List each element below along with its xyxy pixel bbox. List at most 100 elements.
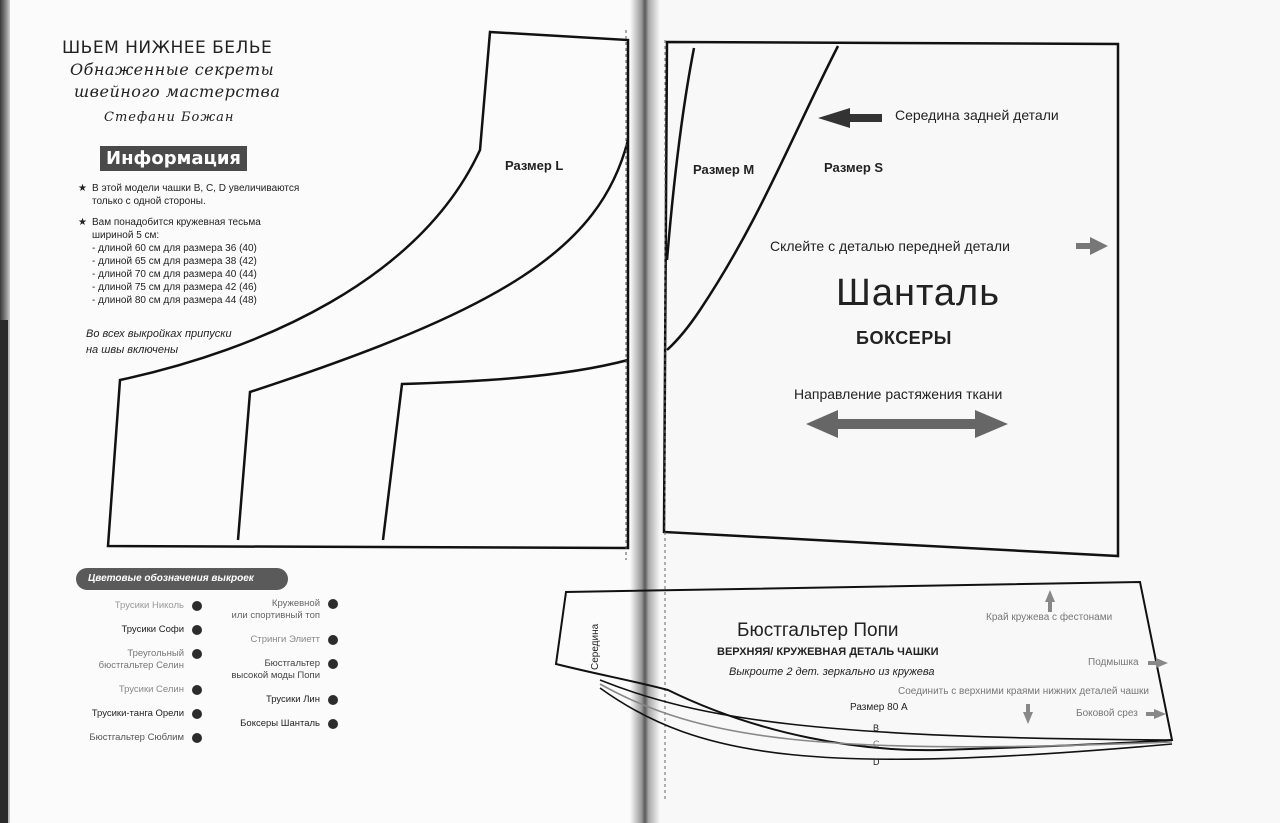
- note-line: Во всех выкройках припуски: [86, 328, 232, 340]
- left-page: [8, 0, 640, 823]
- scallop-arrow: [1045, 590, 1055, 612]
- legend-label-extra: бюстгальтер Селин: [98, 660, 184, 671]
- glue-front-label: Склейте с деталью передней детали: [770, 238, 1010, 254]
- back-center-arrow: [818, 108, 882, 128]
- book-subtitle-line1: Обнаженные секреты: [70, 60, 275, 79]
- cup-b-label: B: [873, 723, 880, 733]
- seam-allowance-note: Во всех выкройках припуски на швы включе…: [86, 326, 232, 358]
- legend-label: Стринги Элиетт: [250, 634, 321, 645]
- book-title: ШЬЕМ НИЖНЕЕ БЕЛЬЕ: [62, 38, 273, 58]
- length-line: - длиной 70 см для размера 40 (44): [92, 269, 257, 280]
- legend-label: Боксеры Шанталь: [240, 718, 320, 729]
- legend-item: Трусики Селин: [70, 684, 202, 696]
- book-subtitle-line2: швейного мастерства: [74, 82, 281, 101]
- popi-subtitle: ВЕРХНЯЯ/ КРУЖЕВНАЯ ДЕТАЛЬ ЧАШКИ: [717, 646, 939, 658]
- info-item-line: В этой модели чашки B, C, D увеличиваютс…: [92, 183, 300, 194]
- legend-label: Бюстгальтер Сюблим: [89, 732, 184, 743]
- popi-size-label: Размер 80 A: [850, 702, 908, 713]
- info-item-line: шириной 5 см:: [92, 230, 160, 241]
- length-line: - длиной 60 см для размера 36 (40): [92, 243, 257, 254]
- popi-title: Бюстгальтер Попи: [737, 620, 899, 641]
- left-book-edge-dark: [0, 320, 8, 823]
- cup-d-label: D: [873, 757, 880, 767]
- color-dot: [192, 649, 202, 659]
- legend-label: Трусики-танга Орели: [91, 708, 184, 719]
- legend-label: Кружевной: [271, 598, 320, 609]
- side-cut-arrow: [1146, 709, 1166, 719]
- popi-line-c: [599, 683, 1173, 748]
- color-dot: [328, 659, 338, 669]
- join-arrow: [1023, 704, 1033, 724]
- info-item-line: Вам понадобится кружевная тесьма: [92, 217, 261, 228]
- legend-label: Треугольный: [127, 648, 184, 659]
- legend-item: Трусики Николь: [70, 600, 202, 612]
- color-dot: [328, 695, 338, 705]
- length-line: - длиной 65 см для размера 38 (42): [92, 256, 257, 267]
- info-item: ★ В этой модели чашки B, C, D увеличиваю…: [78, 182, 299, 208]
- length-line: - длиной 75 см для размера 42 (46): [92, 282, 257, 293]
- pattern-size-l-inner: [381, 358, 629, 541]
- right-page: [652, 0, 1280, 823]
- color-dot: [328, 599, 338, 609]
- pattern-title: Шанталь: [836, 272, 1001, 314]
- length-line: - длиной 80 см для размера 44 (48): [92, 295, 257, 306]
- size-m-label: Размер M: [693, 162, 755, 177]
- info-list: ★ В этой модели чашки B, C, D увеличиваю…: [78, 182, 299, 315]
- star-icon: ★: [78, 217, 87, 228]
- back-center-label: Середина задней детали: [895, 107, 1059, 123]
- legend-item: Трусики-танга Орели: [70, 708, 202, 720]
- note-line: на швы включены: [86, 344, 179, 356]
- legend-item: Трусики Лин: [208, 694, 338, 706]
- legend-item: Бюстгальтер Сюблим: [70, 732, 202, 744]
- popi-line-b: [599, 679, 1173, 741]
- armpit-arrow: [1148, 658, 1168, 668]
- legend-label-extra: или спортивный топ: [231, 610, 320, 621]
- color-dot: [192, 601, 202, 611]
- cup-c-label: C: [873, 739, 880, 749]
- legend-label: Трусики Лин: [265, 694, 320, 705]
- star-icon: ★: [78, 183, 87, 194]
- size-s-label: Размер S: [824, 160, 884, 175]
- legend-label-extra: высокой моды Попи: [231, 670, 320, 681]
- color-dot: [192, 709, 202, 719]
- join-label: Соединить с верхними краями нижних детал…: [898, 686, 1150, 697]
- stretch-arrow: [806, 410, 1008, 438]
- color-dot: [192, 685, 202, 695]
- legend-item: Стринги Элиетт: [208, 634, 338, 646]
- info-heading: Информация: [100, 146, 247, 171]
- pattern-size-l-outline: [106, 30, 630, 550]
- pattern-right-outline: [662, 40, 1120, 558]
- legend-label: Бюстгальтер: [264, 658, 320, 669]
- pattern-subtitle: БОКСЕРЫ: [856, 328, 952, 348]
- popi-line-d: [599, 687, 1173, 761]
- scallop-edge-label: Край кружева с фестонами: [986, 612, 1113, 623]
- color-dot: [328, 719, 338, 729]
- info-item-line: только с одной стороны.: [92, 196, 206, 207]
- pattern-size-s-line: [666, 45, 840, 351]
- legend-label: Трусики Селин: [118, 684, 184, 695]
- legend-label: Трусики Николь: [114, 600, 184, 611]
- size-l-label: Размер L: [505, 158, 564, 173]
- popi-cut-instruction: Выкроите 2 дет. зеркально из кружева: [729, 666, 935, 678]
- color-dot: [192, 625, 202, 635]
- legend-item: Боксеры Шанталь: [208, 718, 338, 730]
- book-author: Стефани Божан: [104, 110, 235, 125]
- color-dot: [328, 635, 338, 645]
- pattern-size-m-line: [665, 47, 696, 261]
- color-dot: [192, 733, 202, 743]
- legend-label: Трусики Софи: [121, 624, 184, 635]
- stretch-direction-label: Направление растяжения ткани: [794, 386, 1003, 402]
- pattern-size-l-curve: [236, 139, 630, 541]
- armpit-label: Подмышка: [1088, 657, 1139, 668]
- glue-front-arrow: [1076, 237, 1108, 255]
- info-item: ★ Вам понадобится кружевная тесьма ширин…: [78, 216, 299, 307]
- side-cut-label: Боковой срез: [1076, 708, 1138, 719]
- popi-center-label: Середина: [590, 623, 601, 670]
- legend-item: Трусики Софи: [70, 624, 202, 636]
